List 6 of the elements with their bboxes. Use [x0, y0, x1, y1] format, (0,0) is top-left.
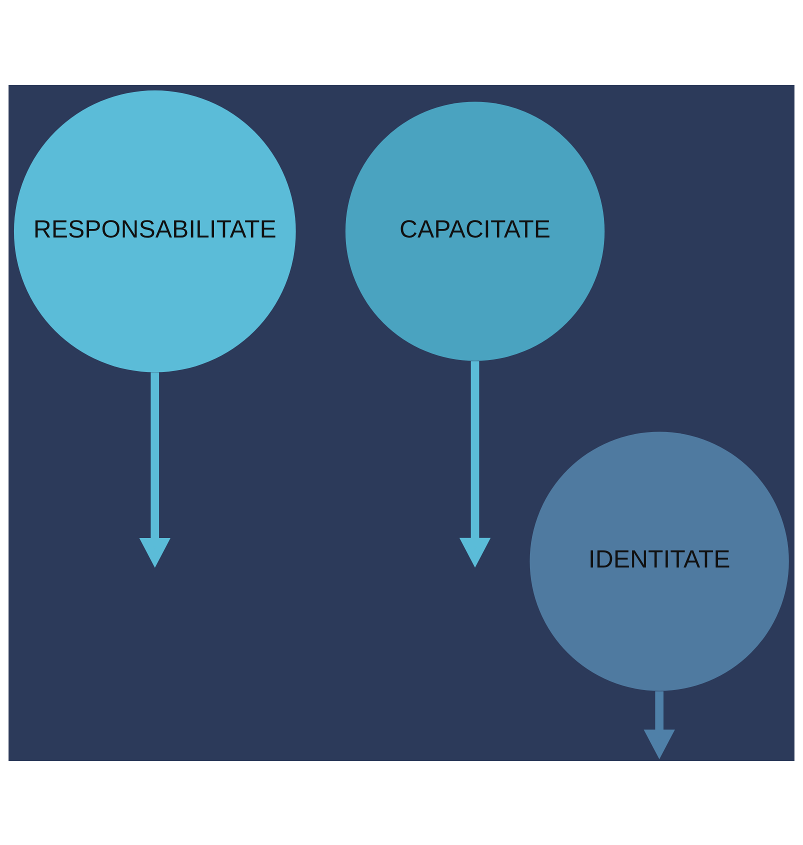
node-circle: CAPACITATE	[345, 101, 605, 360]
arrow	[139, 372, 170, 568]
arrow	[459, 360, 491, 568]
arrow	[644, 690, 675, 759]
node-circle: IDENTITATE	[530, 431, 789, 690]
node-circle: RESPONSABILITATE	[14, 90, 296, 372]
